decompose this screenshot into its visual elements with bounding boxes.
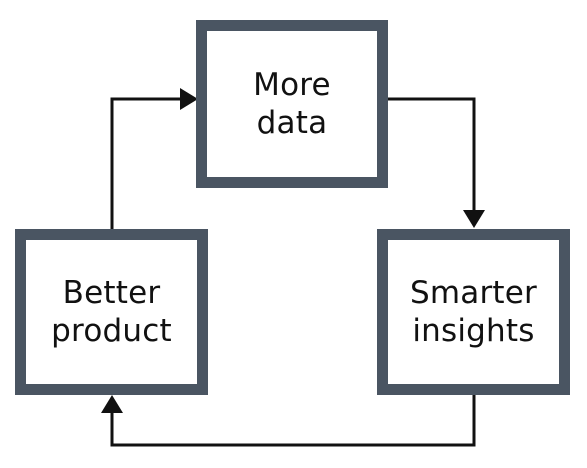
node-better-product-label: Better product — [51, 274, 172, 350]
node-smarter-insights-line2: insights — [412, 313, 535, 349]
node-smarter-insights-label: Smarter insights — [410, 274, 537, 350]
node-more-data-label: More data — [253, 66, 331, 142]
node-more-data: More data — [196, 20, 388, 188]
arrowhead-into-more-data — [180, 88, 198, 110]
arrow-smarter-insights-to-better-product — [110, 395, 476, 447]
node-more-data-line2: data — [256, 105, 328, 141]
arrowhead-into-better-product — [101, 395, 123, 413]
arrowhead-into-smarter-insights — [463, 210, 485, 228]
arrow-more-data-to-smarter-insights — [388, 97, 476, 212]
node-better-product: Better product — [15, 229, 208, 395]
node-better-product-line1: Better — [62, 275, 161, 311]
node-smarter-insights: Smarter insights — [377, 229, 570, 395]
node-more-data-line1: More — [253, 67, 331, 103]
node-smarter-insights-line1: Smarter — [410, 275, 537, 311]
node-better-product-line2: product — [51, 313, 172, 349]
arrow-better-product-to-more-data — [110, 97, 182, 229]
